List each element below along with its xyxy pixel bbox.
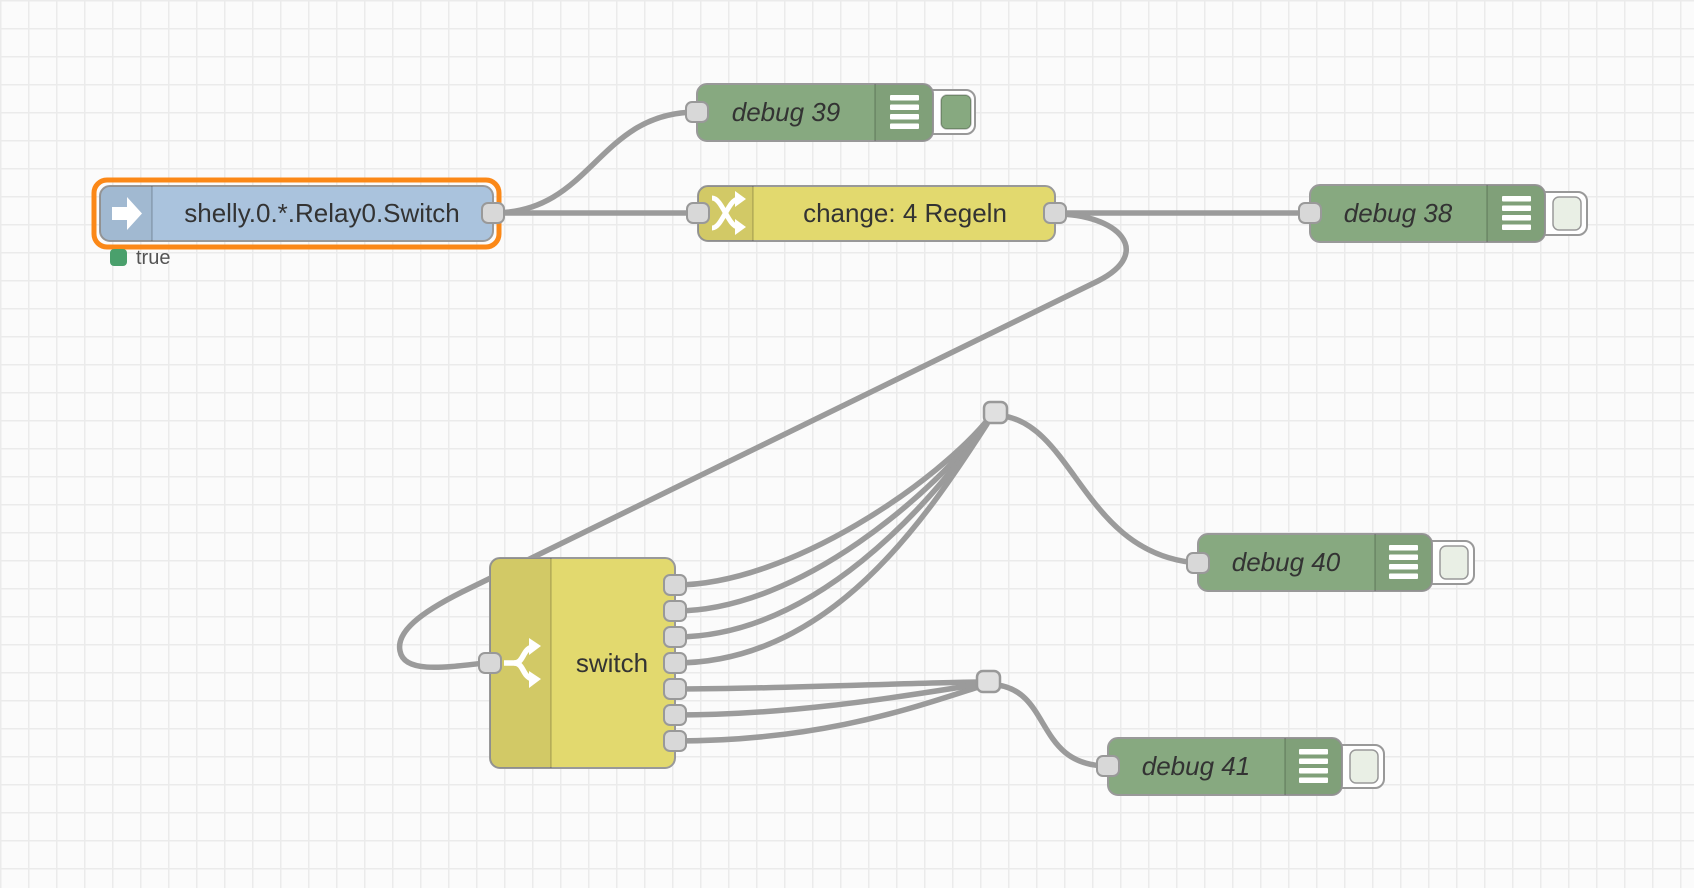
wires (396, 109, 1313, 769)
change-input-port[interactable] (686, 202, 710, 224)
debug-toggle-button[interactable] (1349, 749, 1379, 784)
fork-icon (504, 638, 541, 688)
junction-2[interactable] (975, 669, 1002, 694)
switch-output-port-2[interactable] (663, 600, 687, 622)
wire-switch-out5-junction2[interactable] (672, 679, 983, 692)
debug41-input-port[interactable] (1096, 755, 1120, 777)
wire-junction2-debug41[interactable] (994, 682, 1111, 769)
wire-switch-out2-junction1[interactable] (672, 417, 992, 614)
node-label: debug 38 (1344, 198, 1453, 228)
node-label: debug 39 (732, 97, 840, 127)
node-debug-41[interactable]: debug 41 (1096, 737, 1385, 796)
switch-output-port-6[interactable] (663, 704, 687, 726)
debug39-input-port[interactable] (685, 101, 709, 123)
debug-list-icon (890, 95, 919, 129)
wire-switch-out7-junction2[interactable] (672, 683, 985, 744)
wire-switch-out1-junction1[interactable] (672, 414, 993, 588)
switch-output-port-1[interactable] (663, 574, 687, 596)
switch-output-port-4[interactable] (663, 652, 687, 674)
node-change[interactable]: change: 4 Regeln (686, 185, 1067, 242)
status-text: true (136, 247, 170, 269)
debug38-input-port[interactable] (1298, 202, 1322, 224)
node-debug-40[interactable]: debug 40 (1186, 533, 1475, 592)
junction-1[interactable] (982, 400, 1009, 425)
debug-toggle-button[interactable] (940, 94, 972, 130)
wire-switch-out6-junction2[interactable] (672, 681, 984, 718)
shuffle-icon (711, 191, 746, 235)
debug-toggle-button[interactable] (1439, 545, 1469, 580)
node-label: debug 41 (1142, 751, 1250, 781)
wire-junction1-debug40[interactable] (1001, 413, 1201, 566)
debug-list-icon (1502, 196, 1531, 230)
node-debug-38[interactable]: debug 38 (1298, 184, 1588, 243)
node-switch[interactable]: switch (478, 557, 687, 769)
node-label: change: 4 Regeln (803, 198, 1007, 228)
node-label: debug 40 (1232, 547, 1341, 577)
wire-change-switch[interactable] (396, 211, 1129, 671)
wire-shelly-debug39[interactable] (490, 109, 700, 216)
switch-output-port-7[interactable] (663, 730, 687, 752)
switch-input-port[interactable] (478, 652, 502, 674)
debug-list-icon (1389, 545, 1418, 579)
debug40-input-port[interactable] (1186, 552, 1210, 574)
status-badge: true (110, 247, 170, 269)
node-debug-39[interactable]: debug 39 (685, 83, 976, 142)
wire-switch-out4-junction1[interactable] (672, 421, 990, 666)
node-shelly[interactable]: shelly.0.*.Relay0.Switch true (91, 177, 505, 269)
arrow-in-icon (112, 197, 142, 230)
shelly-output-port[interactable] (481, 202, 505, 224)
node-label: switch (576, 648, 648, 678)
switch-output-port-5[interactable] (663, 678, 687, 700)
status-dot (110, 249, 127, 266)
change-output-port[interactable] (1043, 202, 1067, 224)
node-label: shelly.0.*.Relay0.Switch (184, 198, 460, 228)
debug-toggle-button[interactable] (1552, 196, 1582, 231)
debug-list-icon (1299, 749, 1328, 783)
switch-output-port-3[interactable] (663, 626, 687, 648)
